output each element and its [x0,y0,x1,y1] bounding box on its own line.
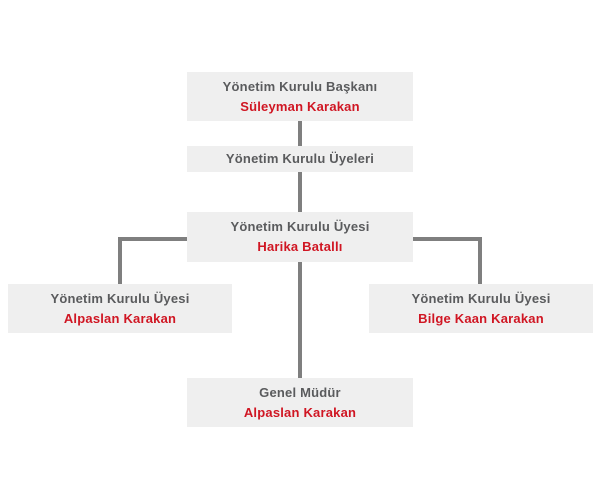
org-node-chairman: Yönetim Kurulu Başkanı Süleyman Karakan [187,72,413,121]
connector-left-horizontal [118,237,187,241]
org-node-person-name: Bilge Kaan Karakan [418,310,544,326]
connector-center-member-to-gm [298,262,302,378]
connector-chairman-to-board [298,121,302,146]
connector-right-vertical [478,237,482,284]
connector-board-to-center-member [298,172,302,212]
org-node-general-manager: Genel Müdür Alpaslan Karakan [187,378,413,427]
org-node-member-center: Yönetim Kurulu Üyesi Harika Batallı [187,212,413,262]
org-node-title: Yönetim Kurulu Başkanı [222,78,378,94]
org-node-person-name: Harika Batallı [257,239,343,254]
org-node-title: Yönetim Kurulu Üyesi [411,290,551,306]
org-node-title: Yönetim Kurulu Üyesi [230,219,370,234]
org-node-board-members: Yönetim Kurulu Üyeleri [187,146,413,172]
org-node-person-name: Süleyman Karakan [240,98,360,114]
org-node-member-left: Yönetim Kurulu Üyesi Alpaslan Karakan [8,284,232,333]
org-node-member-right: Yönetim Kurulu Üyesi Bilge Kaan Karakan [369,284,593,333]
org-node-person-name: Alpaslan Karakan [63,310,177,326]
org-node-person-name: Alpaslan Karakan [243,404,357,420]
org-node-title: Yönetim Kurulu Üyeleri [225,151,375,166]
connector-right-horizontal [413,237,482,241]
org-node-title: Yönetim Kurulu Üyesi [50,290,190,306]
connector-left-vertical [118,237,122,284]
org-node-title: Genel Müdür [259,384,341,400]
